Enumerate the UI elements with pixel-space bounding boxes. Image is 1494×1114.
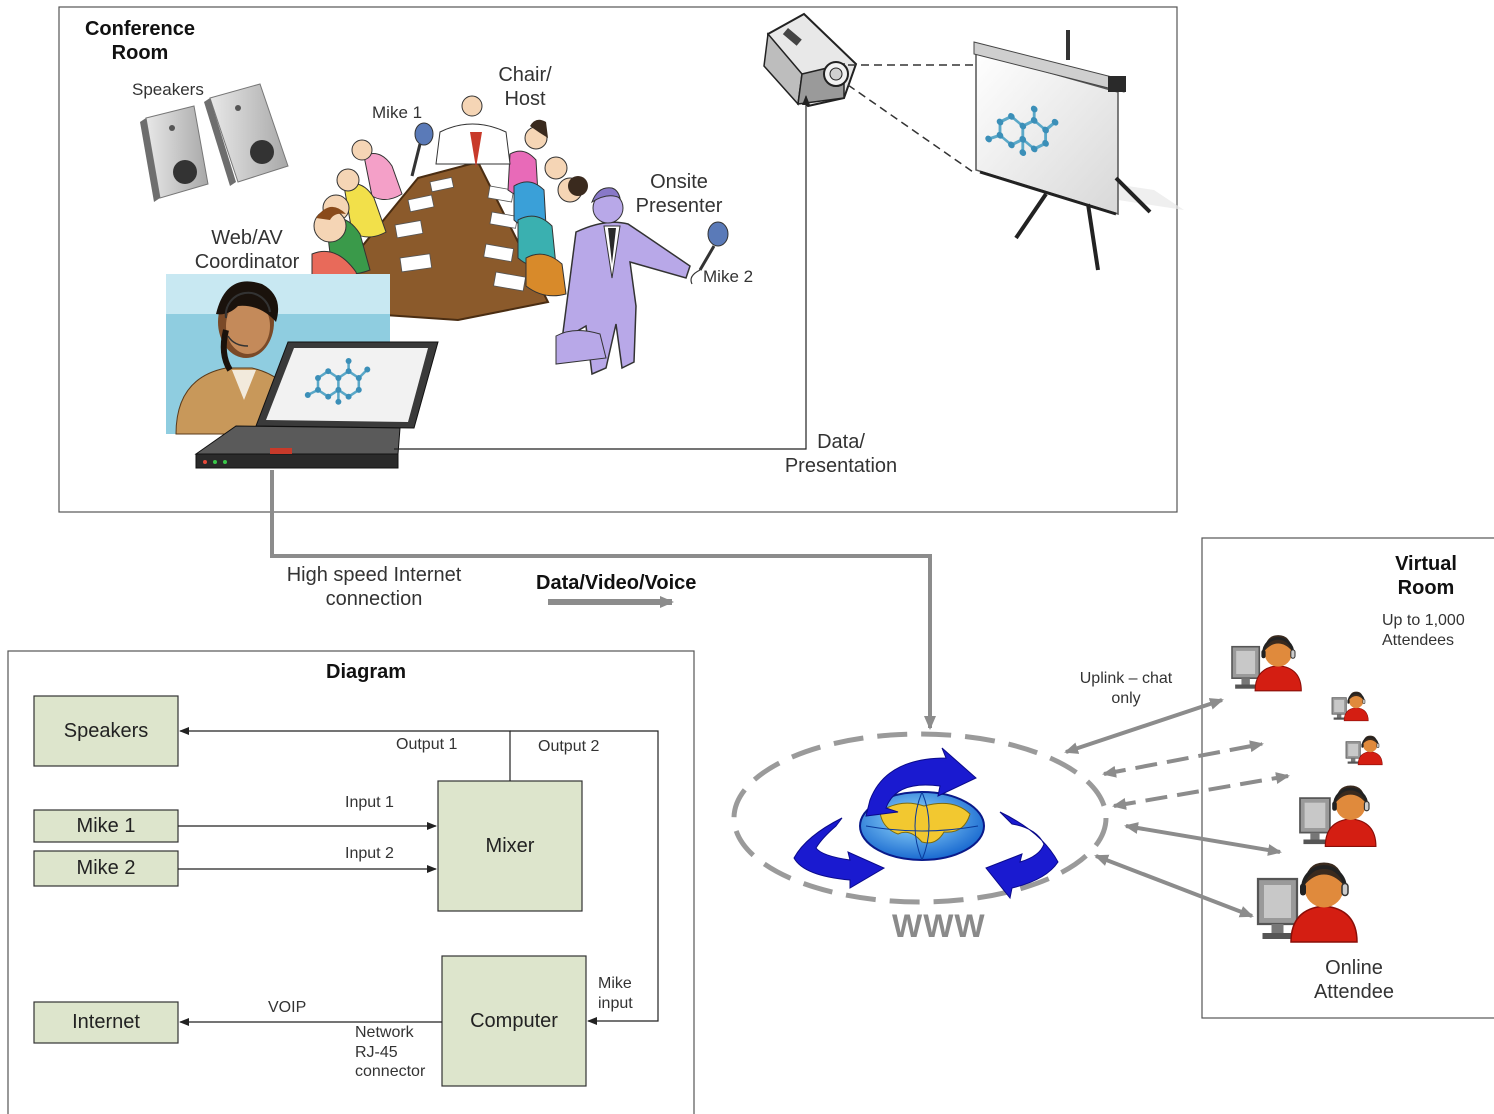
onsite-presenter-illustration — [555, 187, 729, 376]
laptop-icon — [194, 341, 439, 469]
data-video-voice-label: Data/Video/Voice — [536, 572, 697, 594]
online-attendee-label: Online Attendee — [1313, 957, 1395, 1004]
attendee-avatar-icon — [1230, 633, 1303, 693]
diagram-title: Diagram — [326, 661, 407, 683]
www-cloud-dashed — [731, 731, 1109, 905]
mixer-box — [437, 780, 583, 912]
onsite-presenter-label: Onsite Presenter — [635, 171, 723, 218]
input2-label: Input 2 — [345, 845, 394, 862]
web-av-coordinator-label: Web/AV Coordinator — [194, 227, 300, 274]
mike1-box-label: Mike 1 — [76, 814, 136, 837]
mike1-box — [33, 809, 179, 843]
internet-connection-label: High speed Internet connection — [286, 564, 462, 611]
internet-box-label: Internet — [72, 1011, 140, 1033]
attendee-avatar-icon — [1298, 784, 1378, 848]
mike2-box-label: Mike 2 — [76, 857, 136, 879]
mike2-box — [33, 850, 179, 887]
mike1-label: Mike 1 — [372, 103, 423, 122]
attendee-capacity-label: Up to 1,000 Attendees — [1382, 612, 1465, 649]
speakers-box — [33, 695, 179, 767]
speakers-label: Speakers — [132, 80, 204, 99]
microphone-icon — [690, 221, 729, 285]
mixer-box-label: Mixer — [485, 834, 535, 857]
output2-label: Output 2 — [538, 738, 600, 755]
internet-box — [33, 1001, 179, 1044]
microphone-icon — [410, 122, 434, 177]
conference-room-frame — [58, 6, 1178, 513]
computer-box-label: Computer — [470, 1009, 558, 1032]
attendee-avatar-icon — [1345, 734, 1383, 766]
virtual-room-title: Virtual Room — [1395, 553, 1457, 600]
www-label: WWW — [892, 908, 986, 944]
speaker-icon — [140, 83, 289, 202]
globe-icon — [859, 791, 985, 861]
attendee-avatar-icon — [1256, 860, 1359, 944]
mike2-label: Mike 2 — [703, 267, 754, 286]
projector-icon — [763, 12, 858, 108]
projection-screen-icon — [973, 30, 1184, 271]
input1-label: Input 1 — [345, 794, 394, 811]
data-presentation-label: Data/ Presentation — [784, 431, 898, 478]
voip-label: VOIP — [268, 999, 307, 1016]
attendee-avatar-icon — [1331, 690, 1369, 722]
mike-input-label: Mike input — [598, 975, 633, 1012]
computer-box — [441, 955, 587, 1087]
speakers-box-label: Speakers — [63, 719, 149, 742]
network-connector-label: Network RJ-45 connector — [355, 1024, 426, 1081]
diagram-frame — [7, 650, 695, 1114]
output1-label: Output 1 — [396, 736, 458, 753]
uplink-chat-label: Uplink – chat only — [1079, 670, 1173, 707]
circular-arrows-icon — [793, 747, 1059, 900]
conference-room-title: Conference Room — [84, 18, 196, 65]
virtual-room-frame — [1201, 537, 1494, 1019]
chair-host-label: Chair/ Host — [498, 64, 552, 111]
